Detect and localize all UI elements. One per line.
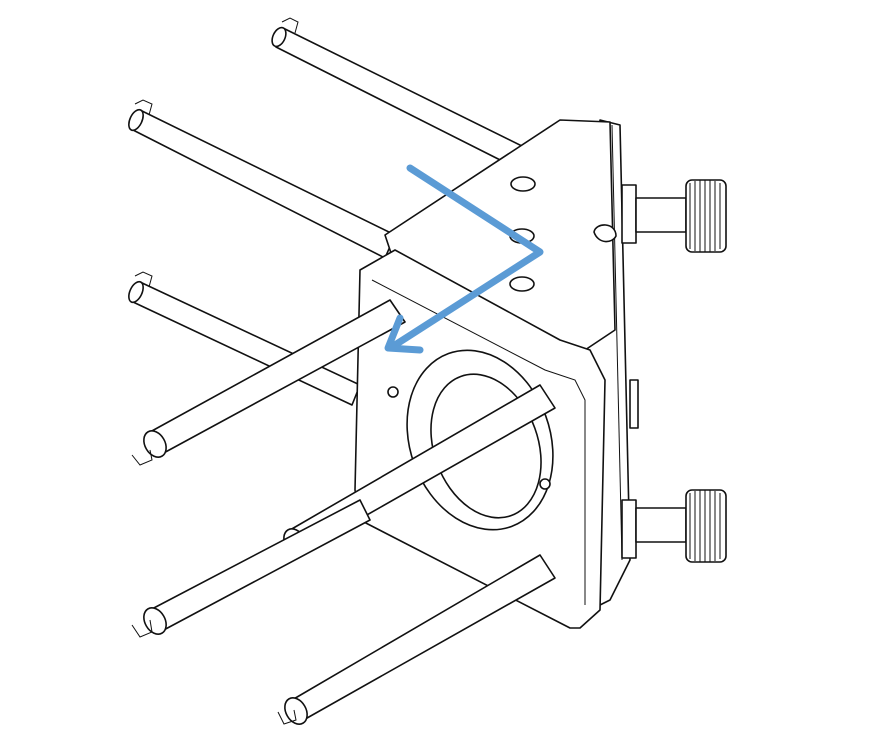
knob-lower bbox=[635, 489, 727, 563]
arrow-icon bbox=[384, 164, 544, 354]
rod-front-upper bbox=[131, 299, 406, 466]
knob-upper bbox=[635, 179, 727, 253]
top-plate bbox=[384, 119, 617, 351]
rod-front-bottom bbox=[277, 554, 556, 725]
rod-back-top bbox=[271, 17, 531, 171]
rod-front-lower-left bbox=[131, 499, 371, 638]
rod-back-middle bbox=[128, 99, 396, 259]
